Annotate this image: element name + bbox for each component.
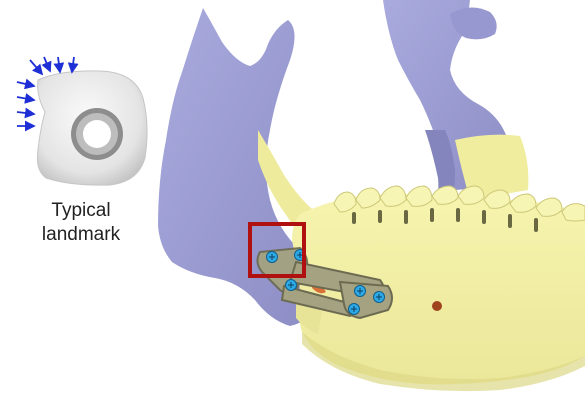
tooth	[562, 204, 585, 221]
tooth-socket	[378, 210, 382, 223]
landmark-caption: Typical landmark	[10, 199, 152, 247]
screw-head-icon	[355, 286, 366, 297]
landmark-hole	[83, 120, 111, 148]
tooth-socket	[534, 218, 538, 232]
tooth	[510, 194, 536, 212]
landmark-inset	[17, 57, 147, 185]
screw-head-icon	[267, 252, 278, 263]
pressure-arrow-icon	[58, 57, 60, 72]
pressure-arrow-icon	[72, 57, 74, 72]
tooth-socket	[456, 208, 460, 222]
tooth	[536, 198, 562, 216]
tooth	[380, 186, 406, 206]
caption-line-1: Typical	[10, 199, 152, 223]
tooth	[406, 186, 432, 206]
tooth-socket	[404, 210, 408, 224]
pressure-arrow-icon	[17, 97, 34, 100]
mental-foramen	[432, 301, 442, 311]
screw-head-icon	[286, 280, 297, 291]
tooth-socket	[430, 208, 434, 222]
screw-head-icon	[349, 304, 360, 315]
caption-line-2: landmark	[10, 223, 152, 247]
pressure-arrow-icon	[44, 57, 50, 71]
pressure-arrow-icon	[17, 112, 34, 114]
tooth-socket	[482, 210, 486, 224]
pressure-arrow-icon	[30, 60, 42, 74]
screw-head-icon	[374, 292, 385, 303]
tooth-socket	[508, 214, 512, 228]
tooth	[432, 186, 458, 204]
pressure-arrow-icon	[17, 82, 34, 86]
tooth-socket	[352, 212, 356, 224]
